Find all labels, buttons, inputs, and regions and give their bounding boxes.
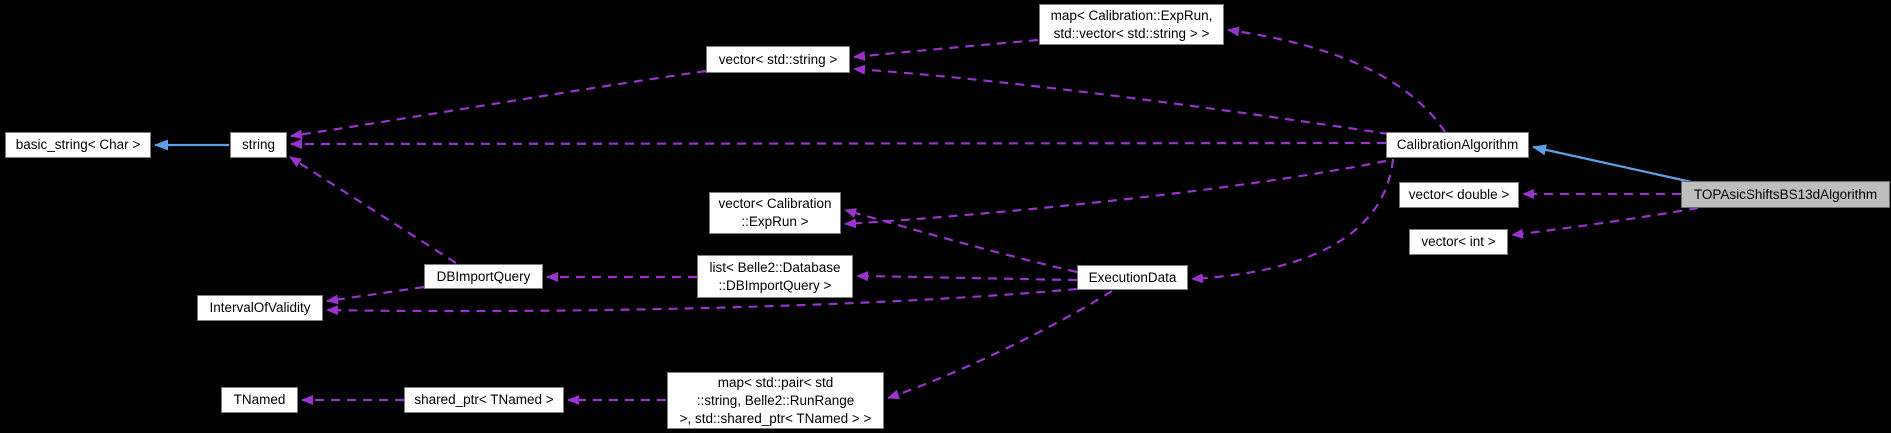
edge-calibration-to-string bbox=[290, 138, 1387, 149]
node-vector-int[interactable]: vector< int > bbox=[1409, 229, 1508, 255]
node-vector-calibration-exprun[interactable]: vector< Calibration ::ExpRun > bbox=[709, 192, 841, 234]
node-string[interactable]: string bbox=[230, 132, 287, 158]
node-top-asic-shifts-bs13d-algorithm: TOPAsicShiftsBS13dAlgorithm bbox=[1681, 181, 1890, 208]
node-basic-string[interactable]: basic_string< Char > bbox=[5, 132, 151, 158]
node-map-exprun-vector-string[interactable]: map< Calibration::ExpRun, std::vector< s… bbox=[1039, 4, 1224, 45]
edge-dbimportquery-to-string bbox=[289, 156, 457, 264]
node-vector-double[interactable]: vector< double > bbox=[1399, 182, 1519, 208]
node-map-pair-string-runrange-tnamed[interactable]: map< std::pair< std ::string, Belle2::Ru… bbox=[667, 372, 884, 429]
node-shared-ptr-tnamed[interactable]: shared_ptr< TNamed > bbox=[404, 387, 564, 413]
edge-execution-to-vector-exprun bbox=[844, 208, 1078, 274]
edge-calibration-to-map-exprun bbox=[1227, 26, 1446, 133]
edge-topasic-to-calibration bbox=[1532, 144, 1697, 185]
edge-calibration-to-execution-data bbox=[1191, 158, 1395, 284]
node-tnamed[interactable]: TNamed bbox=[221, 387, 298, 413]
edge-execution-to-map-pair bbox=[887, 290, 1113, 400]
edge-topasic-to-vector-int bbox=[1511, 206, 1699, 239]
edge-vector-string-to-string bbox=[290, 69, 707, 140]
edge-execution-to-intervalofvalidity bbox=[326, 287, 1078, 316]
node-execution-data[interactable]: ExecutionData bbox=[1077, 265, 1188, 290]
node-vector-std-string[interactable]: vector< std::string > bbox=[706, 46, 850, 73]
edge-map-exprun-to-vector-string bbox=[853, 38, 1039, 61]
node-list-dbimportquery[interactable]: list< Belle2::Database ::DBImportQuery > bbox=[697, 255, 853, 298]
edge-execution-to-list-dbimportquery bbox=[856, 271, 1078, 282]
node-interval-of-validity[interactable]: IntervalOfValidity bbox=[197, 295, 323, 321]
edge-calibration-to-vector-string bbox=[853, 64, 1390, 136]
node-calibration-algorithm[interactable]: CalibrationAlgorithm bbox=[1386, 132, 1529, 158]
node-dbimportquery[interactable]: DBImportQuery bbox=[424, 264, 543, 289]
edge-calibration-to-vector-exprun bbox=[844, 159, 1387, 229]
edge-dbimportquery-to-intervalofvalidity bbox=[326, 285, 425, 305]
